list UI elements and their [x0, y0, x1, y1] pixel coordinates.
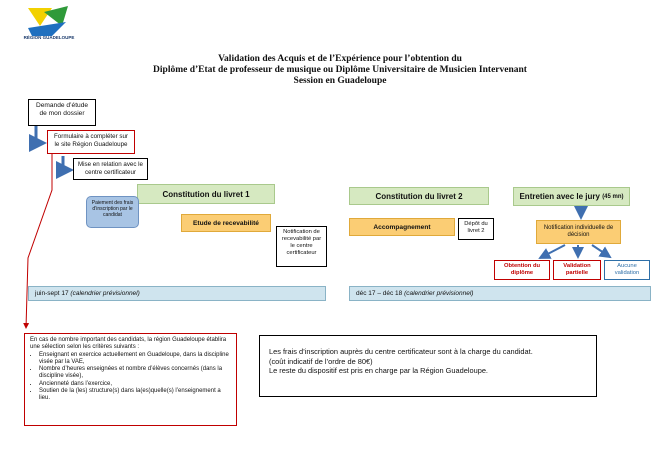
title-line-2: Diplôme d’Etat de professeur de musique … — [153, 65, 527, 75]
selection-intro: En cas de nombre important des candidats… — [30, 337, 227, 351]
arrow-to-aucune — [591, 244, 612, 259]
fees-line-3: Le reste du dispositif est pris en charg… — [269, 366, 488, 375]
timeline-period-2-label: déc 17 – déc 18 — [356, 290, 403, 297]
step-recevabilite: Etude de recevabilité — [181, 214, 271, 232]
step-mise-en-relation: Mise en relation avec le centre certific… — [73, 158, 148, 180]
selection-criteria-note: En cas de nombre important des candidats… — [24, 333, 237, 426]
step-formulaire: Formulaire à compléter sur le site Régio… — [47, 130, 135, 154]
title-line-1: Validation des Acquis et de l’Expérience… — [218, 54, 462, 64]
selection-criteria-list: Enseignant en exercice actuellement en G… — [30, 352, 231, 403]
step-constitution-livret-2: Constitution du livret 2 — [349, 187, 489, 205]
outcome-validation-partielle: Validation partielle — [553, 260, 601, 280]
timeline-period-1: juin-sept 17 (calendrier prévisionnel) — [28, 286, 326, 301]
logo-text: RÉGION GUADELOUPE — [23, 35, 75, 40]
step-accompagnement: Accompagnement — [349, 218, 455, 236]
fees-note: Les frais d’inscription auprès du centre… — [259, 335, 597, 397]
arrow-selection — [23, 154, 53, 329]
step-notification-recevabilite: Notification de recevabilité par le cent… — [276, 226, 327, 267]
step-depot-livret-2: Dépôt du livret 2 — [458, 218, 494, 240]
fees-line-2: (coût indicatif de l’ordre de 80€) — [269, 356, 373, 366]
step-notification-decision: Notification individuelle de décision — [536, 220, 621, 244]
criterion-item: Nombre d’heures enseignées et nombre d’é… — [39, 366, 231, 381]
timeline-period-2: déc 17 – déc 18 (calendrier prévisionnel… — [349, 286, 651, 301]
timeline-period-1-note: (calendrier prévisionnel) — [70, 290, 140, 297]
step-demande: Demande d’étude de mon dossier — [28, 99, 96, 126]
arrow-formulaire-mise — [56, 156, 74, 179]
entretien-duree: (45 mn) — [602, 193, 624, 200]
fees-line-1: Les frais d’inscription auprès du centre… — [269, 347, 533, 356]
entretien-label: Entretien avec le jury — [519, 192, 600, 201]
page-title: Validation des Acquis et de l’Expérience… — [140, 54, 540, 87]
criterion-item: Enseignant en exercice actuellement en G… — [39, 352, 231, 367]
criterion-item: Ancienneté dans l’exercice, — [39, 381, 231, 388]
title-line-3: Session en Guadeloupe — [293, 76, 387, 86]
outcome-obtention: Obtention du diplôme — [494, 260, 550, 280]
step-paiement: Paiement des frais d’inscription par le … — [86, 196, 139, 228]
criterion-item: Soutien de la (les) structure(s) dans la… — [39, 388, 231, 403]
arrow-to-obtention — [538, 244, 566, 259]
region-guadeloupe-logo — [28, 6, 68, 36]
timeline-period-2-note: (calendrier prévisionnel) — [404, 290, 474, 297]
outcome-aucune-validation: Aucune validation — [604, 260, 650, 280]
arrow-demande-formulaire — [29, 126, 47, 152]
timeline-period-1-label: juin-sept 17 — [35, 290, 69, 297]
step-entretien-jury: Entretien avec le jury (45 mn) — [513, 187, 630, 206]
step-constitution-livret-1: Constitution du livret 1 — [137, 184, 275, 204]
